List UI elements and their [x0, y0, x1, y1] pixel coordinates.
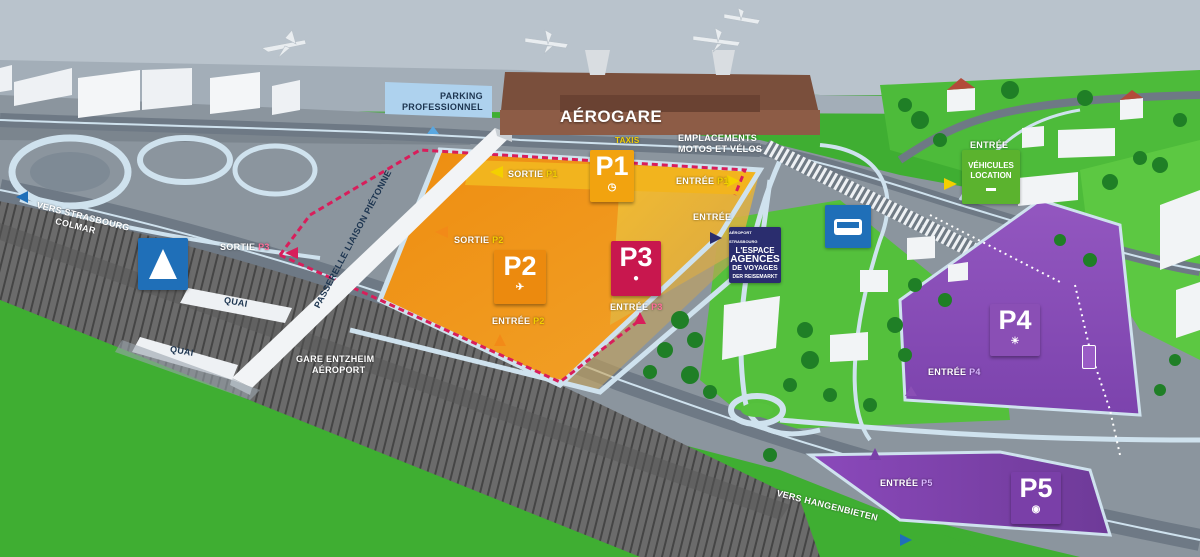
sortie-p2-label: SORTIE P2	[454, 235, 504, 245]
entree-p2-text: ENTRÉE	[492, 316, 531, 326]
agency-line-5: DER REISEMARKT	[732, 274, 778, 280]
travel-agency-sign[interactable]: AÉROPORT STRASBOURG L'ESPACE AGENCES DE …	[729, 227, 781, 283]
pedestrian-icon	[1082, 345, 1096, 369]
sortie-p1-lot: P1	[546, 169, 558, 179]
globe-icon: ◉	[1031, 504, 1041, 515]
highway-icon	[149, 249, 177, 279]
entree-p3-text: ENTRÉE	[610, 302, 649, 312]
bus-stop-sign[interactable]	[825, 205, 871, 248]
bike-parking-line-2: MOTOS ET VÉLOS	[678, 144, 763, 154]
sortie-p2-text: SORTIE	[454, 235, 490, 245]
sortie-p1-label: SORTIE P1	[508, 169, 558, 179]
plane-car-icon: ✈	[515, 282, 525, 293]
agency-line-4: DE VOYAGES	[732, 265, 778, 272]
parking-p2-label: P2	[503, 251, 537, 281]
parking-p1-sign[interactable]: P1 ◷	[590, 150, 634, 202]
parking-pro-label: PARKING PROFESSIONNEL	[402, 91, 483, 113]
parking-p4-label: P4	[998, 305, 1032, 335]
bike-parking-label: EMPLACEMENTS MOTOS ET VÉLOS	[678, 133, 762, 155]
rental-entree-label: ENTRÉE	[970, 140, 1009, 150]
entree-p2-lot: P2	[533, 316, 545, 326]
train-station-line-2: AÉROPORT	[312, 365, 366, 375]
parking-p3-label: P3	[619, 242, 653, 272]
bus-icon	[834, 218, 862, 235]
entree-p1-lot: P1	[717, 176, 729, 186]
parking-p1-label: P1	[595, 151, 629, 181]
entree-p5-lot: P5	[921, 478, 933, 488]
car-rental-line-2: LOCATION	[970, 170, 1012, 180]
entree-p4-text: ENTRÉE	[928, 367, 967, 377]
agency-line-2: L'ESPACE	[735, 246, 775, 255]
entree-p5-text: ENTRÉE	[880, 478, 919, 488]
parking-p4-sign[interactable]: P4 ☀	[990, 304, 1040, 356]
entree-p3-label: ENTRÉE P3	[610, 302, 663, 312]
train-station-line-1: GARE ENTZHEIM	[296, 354, 375, 364]
sortie-p2-lot: P2	[492, 235, 504, 245]
agency-line-1: AÉROPORT STRASBOURG	[729, 230, 758, 244]
sortie-p3-label: SORTIE P3	[220, 242, 270, 252]
parking-p3-sign[interactable]: P3 ●	[611, 241, 661, 296]
train-station-label: GARE ENTZHEIM AÉROPORT	[296, 354, 374, 376]
car-rental-line-1: VÉHICULES	[968, 160, 1014, 170]
entree-p4-lot: P4	[969, 367, 981, 377]
car-rental-sign[interactable]: VÉHICULES LOCATION ▬	[962, 150, 1020, 204]
entree-p4-label: ENTRÉE P4	[928, 367, 981, 377]
terminal-label: AÉROGARE	[560, 107, 663, 126]
entree-p1-text: ENTRÉE	[676, 176, 715, 186]
parking-pro-line-1: PARKING	[439, 91, 483, 101]
parking-p5-label: P5	[1019, 473, 1053, 503]
sortie-p1-text: SORTIE	[508, 169, 544, 179]
taxis-label: TAXIS	[615, 136, 640, 145]
parking-p5-sign[interactable]: P5 ◉	[1011, 472, 1061, 524]
entree-p2-label: ENTRÉE P2	[492, 316, 545, 326]
parking-p2-sign[interactable]: P2 ✈	[494, 250, 546, 304]
rental-car-icon: ▬	[986, 182, 996, 194]
parking-pro-line-2: PROFESSIONNEL	[402, 102, 483, 112]
entree-p3-lot: P3	[651, 302, 663, 312]
highway-sign[interactable]	[138, 238, 188, 290]
bike-parking-line-1: EMPLACEMENTS	[678, 133, 758, 143]
entree-generic-label: ENTRÉE	[693, 212, 732, 222]
sortie-p3-text: SORTIE	[220, 242, 256, 252]
clock-icon: ◷	[607, 182, 617, 193]
entree-p5-label: ENTRÉE P5	[880, 478, 933, 488]
sortie-p3-lot: P3	[258, 242, 270, 252]
entree-p1-label: ENTRÉE P1	[676, 176, 729, 186]
car-icon: ●	[632, 273, 640, 284]
agency-line-3: AGENCES	[730, 254, 780, 265]
sun-icon: ☀	[1010, 336, 1020, 347]
